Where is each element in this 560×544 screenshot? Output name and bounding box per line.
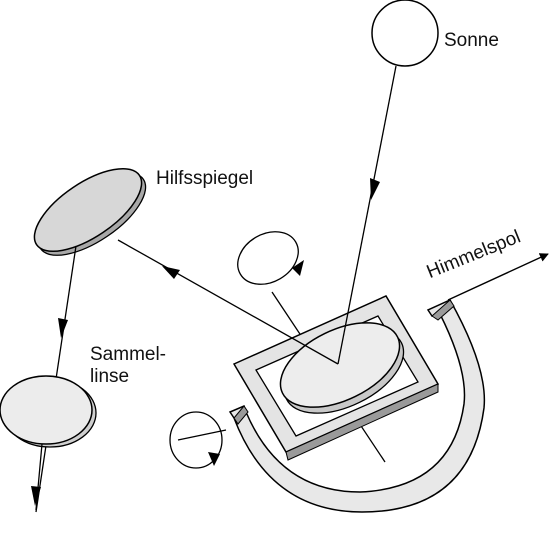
lower-rotation-indicator [169, 411, 227, 469]
ray-arrow [162, 266, 180, 279]
condenser-lens [0, 375, 97, 448]
sun-circle [371, 0, 439, 67]
ray-mirror-to-aux [117, 239, 339, 365]
aux-mirror [33, 167, 147, 256]
aux-mirror-label: Hilfsspiegel [156, 168, 254, 189]
ray-arrow [370, 178, 380, 200]
fork-mount [228, 299, 486, 513]
ray-arrow [31, 486, 41, 506]
ray-arrow [58, 318, 68, 338]
ray-sun-to-mirror [337, 65, 397, 365]
celestial-pole-arrow [447, 253, 549, 301]
sun-label: Sonne [444, 30, 499, 51]
upper-rotation-indicator [237, 231, 304, 285]
condenser-lens-label: Sammel- linse [90, 344, 167, 387]
